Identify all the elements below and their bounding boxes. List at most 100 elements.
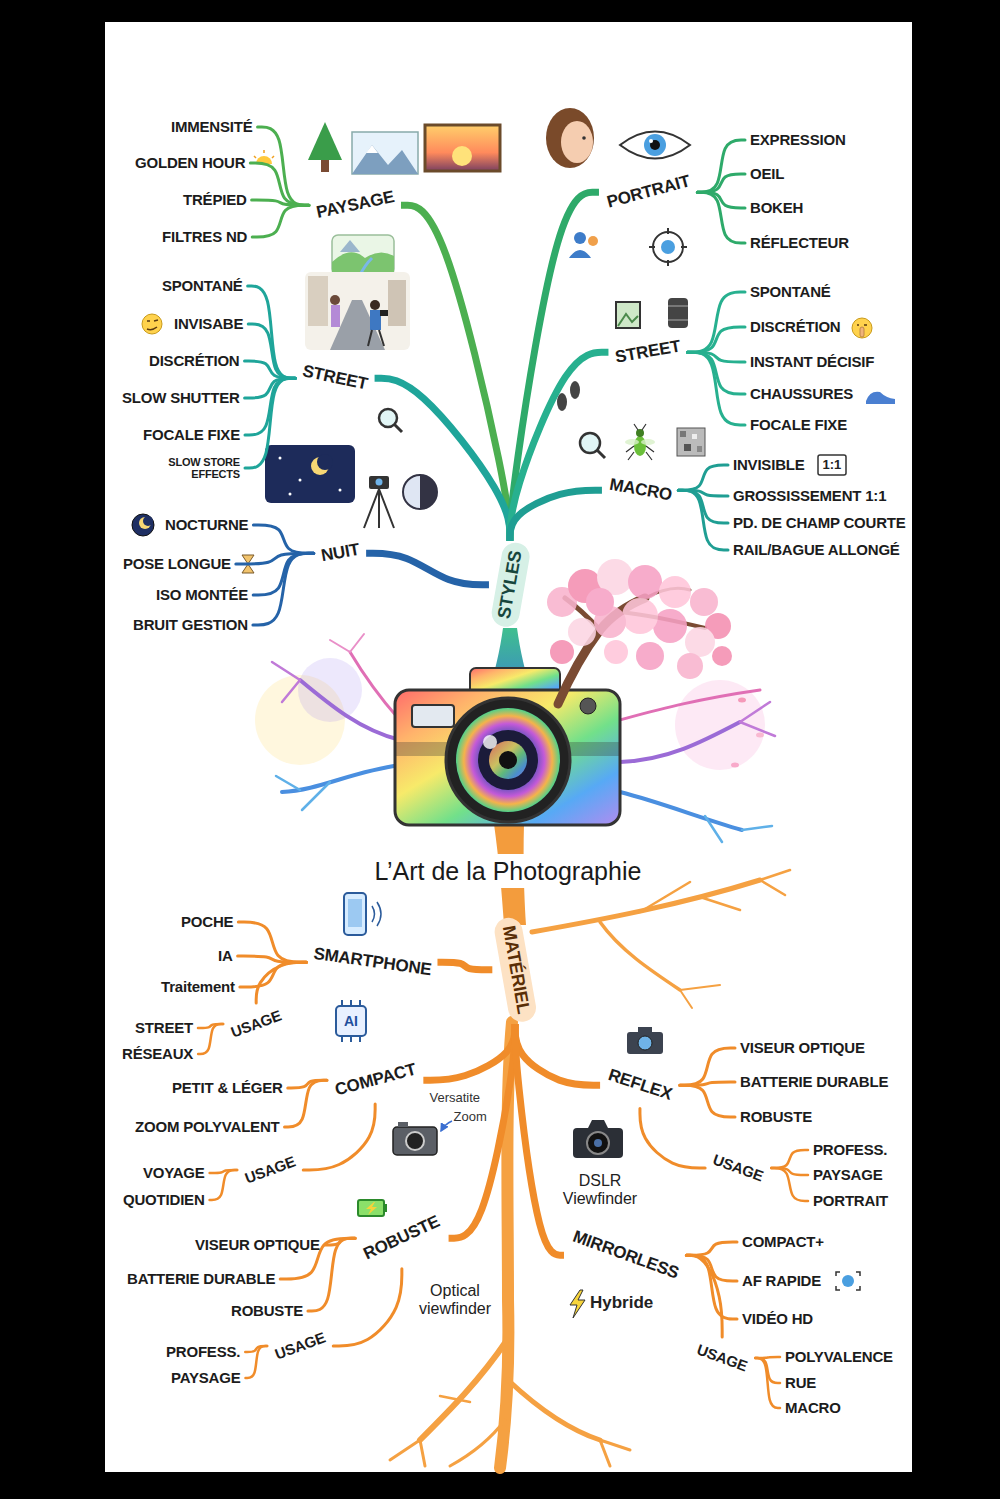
portrait-icons — [574, 232, 586, 244]
branch-connector — [510, 352, 609, 540]
leaf-label: PAYSAGE — [808, 1164, 887, 1186]
street-icons — [370, 300, 380, 310]
branch-label: MACRO — [602, 472, 678, 509]
usage-label: USAGE — [223, 1003, 289, 1045]
node-text: BATTERIE DURABLE — [127, 1270, 275, 1288]
street-icons — [142, 272, 895, 432]
label-text: Hybride — [590, 1293, 653, 1313]
leaf-label: SPONTANÉ — [157, 275, 248, 297]
node-text: ROBUSTE — [740, 1108, 812, 1126]
street-icons — [308, 276, 328, 326]
node-text: PAYSAGE — [813, 1166, 882, 1184]
equipment-icons — [638, 1036, 652, 1050]
portrait-icons — [561, 121, 593, 163]
node-text: STREET — [135, 1019, 193, 1037]
usage-label: USAGE — [237, 1149, 303, 1191]
equipment-icons — [570, 1290, 585, 1318]
usage-label: USAGE — [689, 1337, 755, 1379]
street-icons — [368, 330, 384, 346]
landscape-icons — [332, 252, 394, 275]
node-text: ISO MONTÉE — [156, 586, 248, 604]
node-text: ZOOM POLYVALENT — [135, 1118, 280, 1136]
camera — [499, 751, 517, 769]
street-icons — [668, 298, 688, 328]
branch-connector — [686, 1242, 737, 1255]
node-text: PROFESS. — [813, 1141, 887, 1159]
branch-connector — [210, 1170, 238, 1200]
branch-label: ROBUSTE — [355, 1208, 448, 1269]
branch-connector — [333, 1269, 402, 1346]
branch-connector — [245, 1346, 267, 1378]
macro-icons — [625, 439, 639, 445]
leaf-label: BATTERIE DURABLE — [122, 1268, 280, 1290]
macro-icons — [684, 444, 691, 451]
equipment-icons — [406, 1132, 424, 1150]
spirit-roots — [612, 690, 760, 722]
node-text: PORTRAIT — [813, 1192, 888, 1210]
branch-connector — [250, 163, 309, 205]
node-text: GOLDEN HOUR — [135, 154, 245, 172]
node-text: USAGE — [243, 1153, 298, 1188]
landscape-icons — [321, 160, 329, 172]
icon-label: Zoom — [454, 1109, 487, 1125]
street-icons — [330, 300, 385, 350]
equipment-icons — [358, 1200, 384, 1216]
equipment-icons — [588, 1120, 608, 1128]
leaf-label: SPONTANÉ — [745, 281, 836, 303]
leaf-label: POCHE — [176, 911, 238, 933]
macro-icons — [680, 431, 686, 437]
street-icons — [331, 305, 340, 327]
equipment-icons — [384, 1204, 387, 1212]
leaf-label: FOCALE FIXE — [745, 414, 852, 436]
leaf-label: INVISIBLE — [728, 454, 810, 476]
spirit-roots — [620, 722, 740, 762]
branch-connector — [375, 378, 510, 540]
branch-connector — [238, 922, 306, 962]
leaf-label: GOLDEN HOUR — [130, 152, 250, 174]
leaf-label: PAYSAGE — [166, 1367, 245, 1389]
portrait-icons — [582, 136, 586, 140]
street-icons — [305, 272, 410, 350]
night-icons — [317, 454, 333, 470]
macro-icons — [641, 439, 655, 445]
leaf-label: BOKEH — [745, 197, 808, 219]
landscape-icons — [332, 235, 394, 275]
node-text: MATÉRIEL — [497, 924, 534, 1015]
branch-connector — [697, 192, 745, 208]
portrait-icons — [653, 232, 683, 262]
leaf-label: PROFESS. — [808, 1139, 892, 1161]
node-text: VISEUR OPTIQUE — [195, 1236, 320, 1254]
equipment-icons — [336, 1006, 366, 1036]
cherry-blossom — [636, 642, 664, 670]
node-text: NUIT — [319, 540, 361, 567]
branch-label: NUIT — [314, 537, 366, 570]
root-system — [600, 922, 680, 990]
diagram-title: L’Art de la Photographie — [367, 854, 650, 888]
street-icons — [142, 314, 162, 334]
node-text: FOCALE FIXE — [143, 426, 240, 444]
cherry-blossom — [622, 598, 658, 634]
branch-connector — [449, 1024, 515, 1238]
spirit-roots — [705, 816, 772, 842]
node-text: INVISABE — [174, 315, 243, 333]
leaf-label: SLOW STORE EFFECTS — [135, 454, 245, 482]
street-icons — [570, 381, 580, 399]
label-text: Zoom — [454, 1109, 487, 1125]
connector-layer — [198, 127, 808, 1408]
leaf-label: EXPRESSION — [745, 129, 851, 151]
node-text: BRUIT GESTION — [133, 616, 248, 634]
street-icons — [147, 320, 158, 330]
leaf-label: VIDÉO HD — [737, 1308, 818, 1330]
camera — [395, 668, 620, 825]
branch-connector — [198, 1024, 223, 1054]
macro-icons — [626, 424, 654, 460]
icon-label: 1:1 — [823, 457, 842, 473]
equipment-icons — [627, 1032, 663, 1054]
branch-connector — [423, 1024, 515, 1080]
night-icons — [299, 479, 302, 482]
camera — [580, 698, 596, 714]
node-text: RAIL/BAGUE ALLONGÉ — [733, 541, 900, 559]
branch-connector — [240, 962, 307, 987]
node-text: SLOW STORE EFFECTS — [140, 456, 240, 480]
